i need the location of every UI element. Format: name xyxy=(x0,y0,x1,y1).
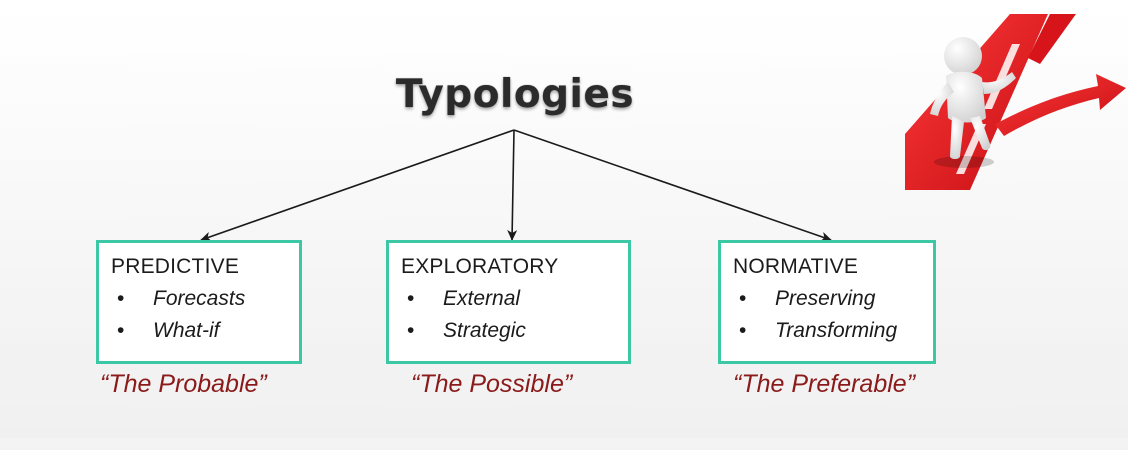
normative-heading: NORMATIVE xyxy=(733,255,859,278)
caption-possible: “The Possible” xyxy=(411,370,573,398)
exploratory-box: EXPLORATORY • External • Strategic xyxy=(386,240,631,364)
predictive-heading: PREDICTIVE xyxy=(111,255,240,278)
bullet-icon: • xyxy=(407,287,415,310)
page-title: Typologies xyxy=(395,72,635,117)
arrow-to-normative xyxy=(513,129,832,242)
normative-item-transforming: Transforming xyxy=(775,319,898,342)
predictive-box: PREDICTIVE • Forecasts • What-if xyxy=(96,240,302,364)
exploratory-item-strategic: Strategic xyxy=(443,319,526,342)
exploratory-heading: EXPLORATORY xyxy=(401,255,559,278)
normative-item-preserving: Preserving xyxy=(775,287,876,310)
caption-preferable: “The Preferable” xyxy=(733,370,916,398)
bullet-icon: • xyxy=(739,287,747,310)
exploratory-list: • External • Strategic xyxy=(401,283,614,347)
figure-on-red-arrow-path-icon xyxy=(905,14,1126,190)
arrow-to-exploratory xyxy=(507,129,518,241)
list-item: • Preserving xyxy=(733,283,919,315)
bullet-icon: • xyxy=(739,319,747,342)
normative-list: • Preserving • Transforming xyxy=(733,283,919,347)
list-item: • What-if xyxy=(111,315,285,347)
normative-box: NORMATIVE • Preserving • Transforming xyxy=(718,240,936,364)
bullet-icon: • xyxy=(117,287,125,310)
predictive-item-forecasts: Forecasts xyxy=(153,287,246,310)
caption-probable: “The Probable” xyxy=(100,370,267,398)
list-item: • Strategic xyxy=(401,315,614,347)
exploratory-item-external: External xyxy=(443,287,521,310)
predictive-item-what-if: What-if xyxy=(153,319,220,342)
arrow-to-predictive xyxy=(200,129,515,242)
bullet-icon: • xyxy=(407,319,415,342)
list-item: • Forecasts xyxy=(111,283,285,315)
list-item: • External xyxy=(401,283,614,315)
bullet-icon: • xyxy=(117,319,125,342)
list-item: • Transforming xyxy=(733,315,919,347)
predictive-list: • Forecasts • What-if xyxy=(111,283,285,347)
